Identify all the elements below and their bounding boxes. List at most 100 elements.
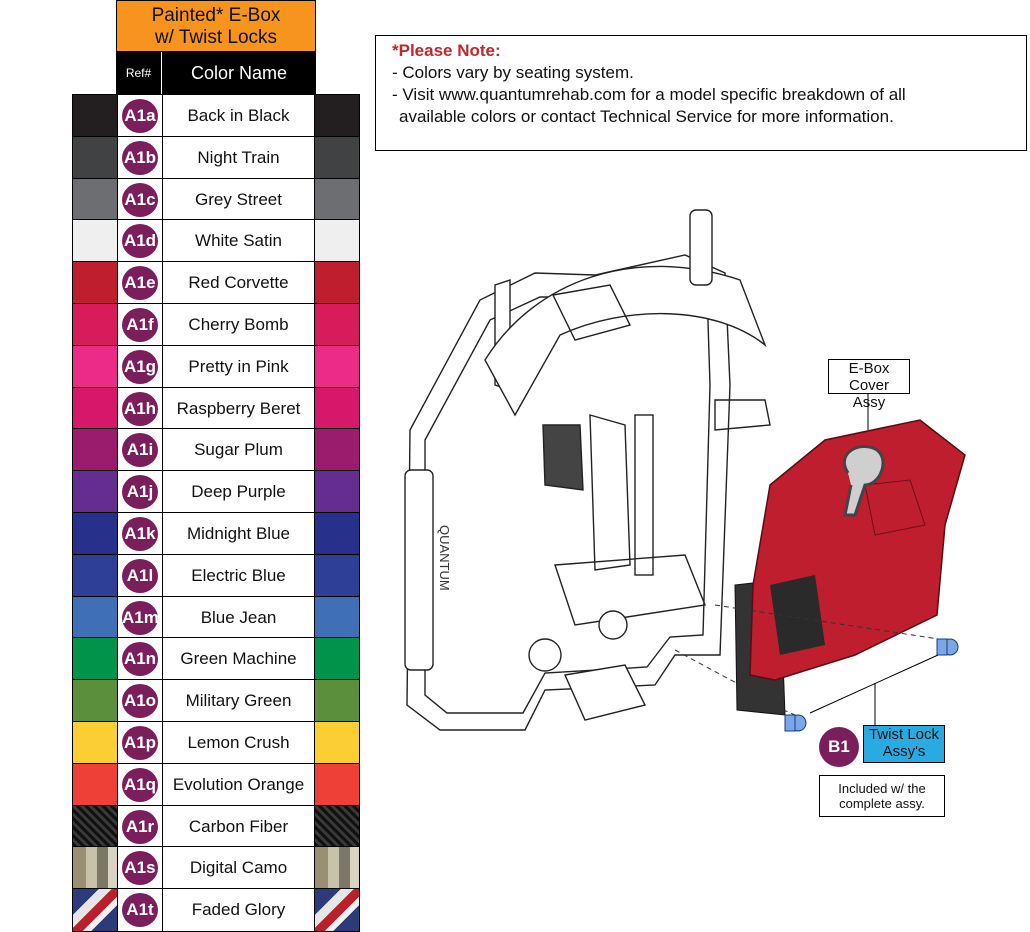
ref-column-header: Ref# <box>116 52 162 94</box>
color-name: Deep Purple <box>163 471 315 512</box>
color-name: Electric Blue <box>163 554 315 596</box>
twist-lock-label-line1: Twist Lock <box>868 726 940 743</box>
ref-cell: A1j <box>117 471 163 512</box>
ref-cell: A1d <box>117 220 163 262</box>
ref-badge: A1i <box>122 433 158 468</box>
b1-badge: B1 <box>819 727 859 767</box>
included-note-line1: Included w/ the <box>838 781 926 796</box>
color-swatch <box>315 95 359 136</box>
ref-badge: A1j <box>122 475 158 510</box>
ref-cell: A1s <box>117 847 163 889</box>
table-title-line1: Painted* E-Box <box>151 5 281 26</box>
color-swatch <box>73 95 117 136</box>
ref-badge: A1g <box>122 349 158 384</box>
color-name: Red Corvette <box>163 262 315 303</box>
color-swatch <box>315 638 359 680</box>
ref-badge: A1r <box>122 809 158 844</box>
table-title-line2: w/ Twist Locks <box>154 27 278 48</box>
ebox-cover-label-line1: E-Box Cover <box>848 360 890 394</box>
color-name: Cherry Bomb <box>163 303 315 345</box>
ref-badge: A1f <box>122 307 158 342</box>
color-swatch <box>315 178 359 220</box>
note-line-2: - Visit www.quantumrehab.com for a model… <box>392 85 906 104</box>
color-swatch <box>315 345 359 387</box>
ebox-cover-label: E-Box Cover Assy <box>828 359 910 411</box>
color-swatch <box>73 638 117 680</box>
color-name: Lemon Crush <box>163 721 315 763</box>
color-swatch <box>73 805 117 847</box>
color-name: Digital Camo <box>163 847 315 889</box>
included-note: Included w/ the complete assy. <box>819 775 945 817</box>
color-swatch <box>315 429 359 471</box>
color-name: Carbon Fiber <box>163 805 315 847</box>
color-name: Evolution Orange <box>163 763 315 805</box>
color-swatch <box>73 721 117 763</box>
note-box: *Please Note: - Colors vary by seating s… <box>375 35 1027 151</box>
brand-text: QUANTUM <box>437 525 452 591</box>
color-swatch <box>315 387 359 429</box>
color-swatch <box>73 512 117 554</box>
ref-cell: A1p <box>117 721 163 763</box>
color-swatch <box>73 847 117 889</box>
note-title: *Please Note: <box>392 41 501 60</box>
ref-cell: A1i <box>117 429 163 471</box>
ref-badge: A1n <box>122 642 158 677</box>
color-swatch <box>315 889 359 931</box>
color-name: Night Train <box>163 136 315 178</box>
color-swatch <box>315 721 359 763</box>
color-name: Raspberry Beret <box>163 387 315 429</box>
ref-badge: A1b <box>122 140 158 175</box>
color-swatch <box>315 136 359 178</box>
ref-cell: A1c <box>117 178 163 220</box>
ref-cell: A1f <box>117 303 163 345</box>
color-swatch <box>73 220 117 262</box>
twist-lock-arrow <box>809 654 939 714</box>
color-swatch <box>315 847 359 889</box>
ref-cell: A1r <box>117 805 163 847</box>
ref-badge: A1o <box>122 684 158 719</box>
color-swatch <box>315 512 359 554</box>
color-swatch <box>73 429 117 471</box>
color-swatch <box>315 554 359 596</box>
ref-badge: A1a <box>122 99 158 133</box>
ebox-cover-label-line2: Assy <box>852 394 886 411</box>
included-note-line2: complete assy. <box>839 796 925 811</box>
color-swatch <box>73 303 117 345</box>
table-column-headers: Ref# Color Name <box>116 52 316 94</box>
color-swatch <box>315 471 359 512</box>
ref-cell: A1a <box>117 95 163 136</box>
ref-cell: A1q <box>117 763 163 805</box>
ref-cell: A1k <box>117 512 163 554</box>
ref-cell: A1t <box>117 889 163 931</box>
table-title: Painted* E-Box w/ Twist Locks <box>116 0 316 52</box>
ref-badge: A1m <box>122 600 159 635</box>
note-line-1: - Colors vary by seating system. <box>392 63 634 82</box>
color-swatch <box>73 178 117 220</box>
color-name: Grey Street <box>163 178 315 220</box>
twist-lock-callout: B1 Twist Lock Assy's <box>819 725 945 775</box>
twist-lock-icon <box>936 638 959 656</box>
color-name: Midnight Blue <box>163 512 315 554</box>
color-swatch <box>73 471 117 512</box>
ref-cell: A1e <box>117 262 163 303</box>
ref-cell: A1o <box>117 680 163 721</box>
ref-badge: A1l <box>122 558 158 593</box>
color-name: Sugar Plum <box>163 429 315 471</box>
color-swatch <box>315 262 359 303</box>
